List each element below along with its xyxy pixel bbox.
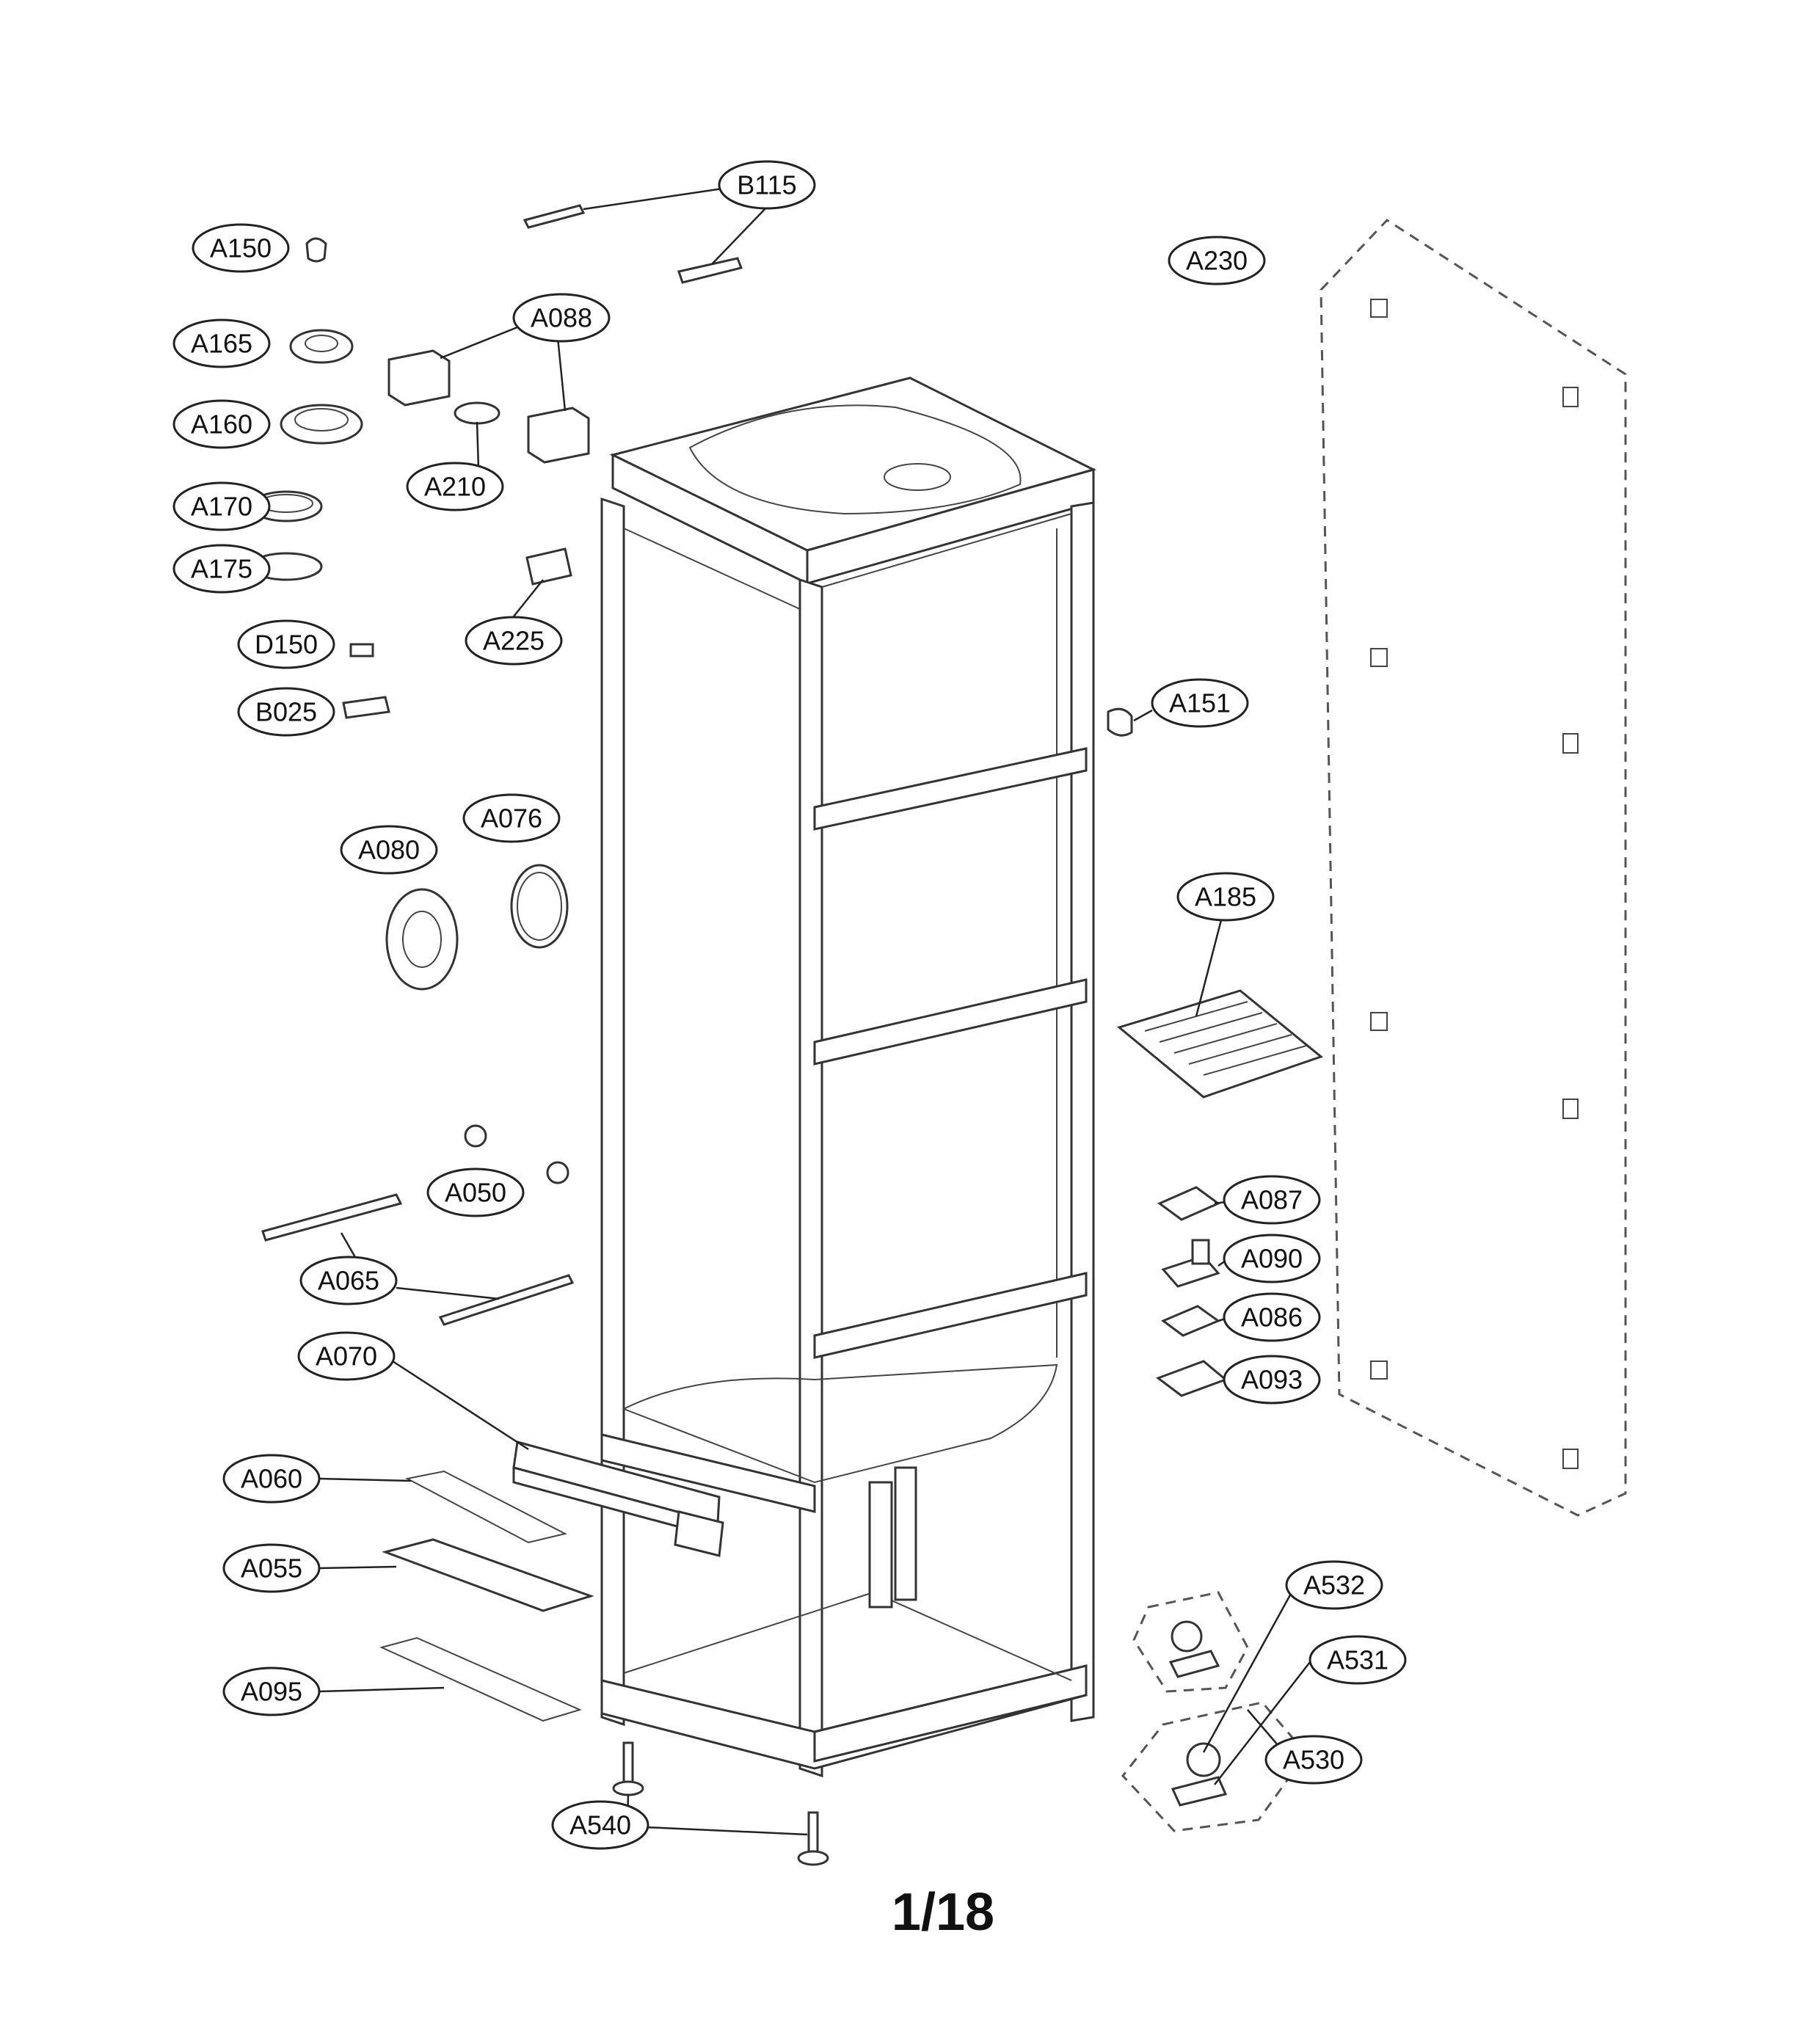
callout-a086: A086 (1223, 1292, 1321, 1342)
svg-text:A050: A050 (445, 1178, 506, 1208)
callout-a170: A170 (172, 481, 271, 531)
callout-a150: A150 (192, 223, 290, 273)
svg-text:A087: A087 (1241, 1185, 1303, 1215)
svg-text:A532: A532 (1303, 1570, 1365, 1600)
callout-a055: A055 (222, 1543, 321, 1593)
svg-text:A150: A150 (210, 233, 272, 263)
svg-text:A165: A165 (191, 329, 252, 359)
callout-a088: A088 (512, 293, 611, 343)
svg-text:A540: A540 (569, 1810, 631, 1840)
svg-text:A088: A088 (531, 303, 592, 333)
a230-door-panel-outline (1320, 219, 1627, 1517)
callout-a093: A093 (1223, 1355, 1321, 1405)
callout-a530: A530 (1264, 1735, 1363, 1785)
svg-text:A065: A065 (318, 1266, 379, 1296)
callout-a050: A050 (426, 1168, 525, 1217)
svg-text:A175: A175 (191, 554, 252, 584)
callout-a095: A095 (222, 1667, 321, 1716)
svg-text:A055: A055 (241, 1553, 302, 1584)
callout-a532: A532 (1285, 1560, 1383, 1610)
svg-text:A225: A225 (483, 626, 545, 656)
callout-a185: A185 (1176, 872, 1275, 922)
svg-text:A060: A060 (241, 1464, 302, 1494)
svg-text:A090: A090 (1241, 1244, 1303, 1274)
svg-text:D150: D150 (255, 630, 318, 660)
svg-text:A185: A185 (1195, 882, 1256, 912)
svg-text:A080: A080 (358, 835, 420, 865)
callout-a060: A060 (222, 1454, 321, 1504)
page-number: 1/18 (891, 1883, 995, 1942)
svg-text:B115: B115 (737, 170, 796, 200)
callout-b115: B115 (718, 160, 816, 210)
svg-text:A210: A210 (424, 472, 486, 502)
refrigerator-cabinet (600, 376, 1097, 1778)
svg-text:A151: A151 (1169, 688, 1231, 718)
svg-text:A230: A230 (1186, 246, 1248, 276)
callout-a065: A065 (299, 1256, 398, 1305)
callout-a540: A540 (551, 1800, 649, 1850)
callout-a070: A070 (297, 1331, 396, 1381)
callout-a210: A210 (406, 462, 504, 511)
svg-text:B025: B025 (255, 697, 317, 727)
callout-a175: A175 (172, 544, 271, 594)
svg-text:A086: A086 (1241, 1303, 1303, 1333)
svg-text:A531: A531 (1327, 1645, 1388, 1675)
callout-a151: A151 (1151, 678, 1249, 728)
loose-parts (250, 204, 1324, 1866)
callout-a090: A090 (1223, 1234, 1321, 1283)
callout-a230: A230 (1168, 236, 1266, 285)
callout-a165: A165 (172, 318, 271, 368)
callout-a080: A080 (340, 825, 438, 875)
callout-a076: A076 (462, 793, 561, 843)
svg-text:A170: A170 (191, 492, 252, 522)
svg-text:A530: A530 (1283, 1745, 1344, 1775)
callout-b025: B025 (237, 687, 335, 737)
svg-text:A160: A160 (191, 409, 252, 440)
callout-a087: A087 (1223, 1175, 1321, 1225)
svg-text:A070: A070 (316, 1341, 377, 1372)
callout-d150: D150 (237, 619, 335, 669)
callout-a531: A531 (1308, 1635, 1407, 1685)
svg-text:A093: A093 (1241, 1365, 1303, 1395)
callout-a160: A160 (172, 399, 271, 449)
svg-text:A095: A095 (241, 1677, 302, 1707)
svg-text:A076: A076 (481, 804, 542, 834)
callout-a225: A225 (465, 616, 563, 666)
